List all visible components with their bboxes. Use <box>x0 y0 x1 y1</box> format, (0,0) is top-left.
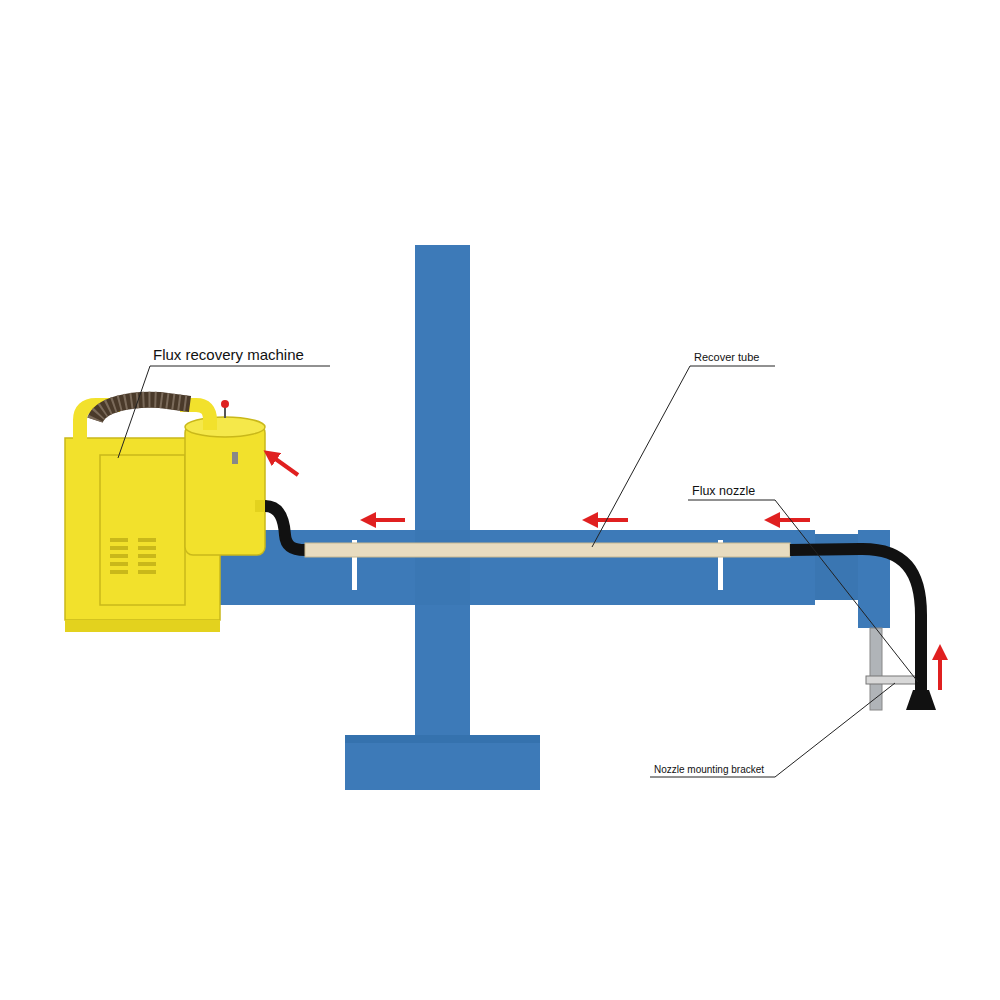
part-label: Nozzle mounting bracket <box>654 764 764 776</box>
vent-slots <box>110 538 156 574</box>
machine-hose <box>95 400 190 420</box>
column <box>415 245 470 740</box>
nozzle-hose <box>790 549 921 690</box>
cabinet-door <box>100 455 185 605</box>
separator-tank <box>185 425 265 555</box>
base-top <box>345 735 540 743</box>
clamp <box>232 452 238 464</box>
boom-saddle <box>415 530 470 605</box>
part-label: Recover tube <box>694 351 759 364</box>
handle-knob <box>221 400 229 408</box>
part-label: Flux nozzle <box>692 484 755 498</box>
recover-tube <box>305 543 790 557</box>
flow-arrows <box>270 455 940 690</box>
inlet-hose <box>265 506 305 550</box>
part-label: Flux recovery machine <box>153 346 304 363</box>
nozzle-mounting-bracket <box>866 676 918 684</box>
boom <box>215 530 815 605</box>
tank-lid <box>185 417 265 437</box>
hose-ribs <box>95 400 190 420</box>
leader-lines <box>118 366 918 777</box>
cabinet-foot <box>65 620 220 632</box>
column-base <box>345 735 540 790</box>
flux-nozzle <box>906 690 936 710</box>
